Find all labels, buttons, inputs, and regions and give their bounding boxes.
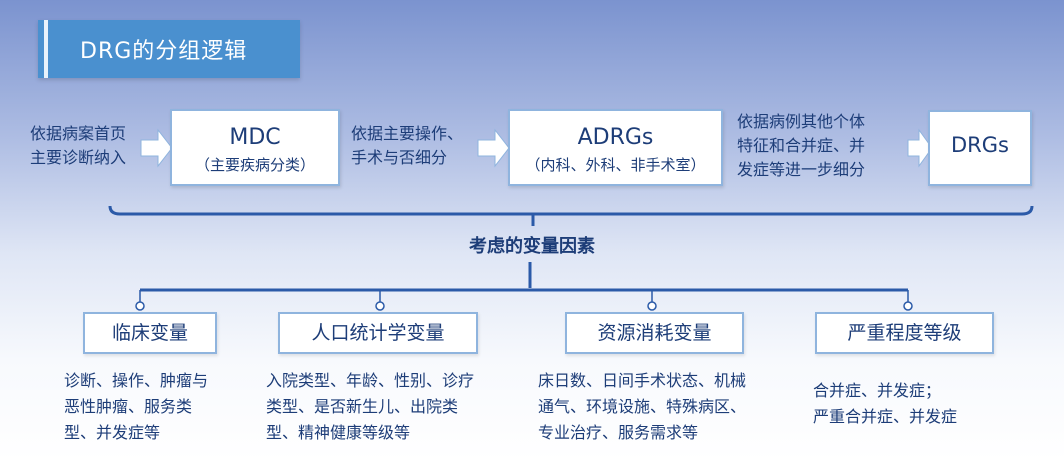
note-adrg-criteria: 依据主要操作、 手术与否细分	[351, 124, 464, 167]
connector-node	[903, 301, 913, 311]
title-accent-stripe	[44, 20, 48, 78]
page-title: DRG的分组逻辑	[80, 39, 248, 64]
var-box-resource: 资源消耗变量	[565, 312, 744, 354]
connector-node	[375, 301, 385, 311]
note-drg-criteria: 依据病例其他个体 特征和合并症、并 发症等进一步细分	[737, 112, 866, 179]
box-adrgs-title: ADRGs	[577, 125, 654, 150]
var-box-severity: 严重程度等级	[815, 312, 994, 354]
box-adrgs-subtitle: （内科、外科、非手术室）	[525, 156, 706, 174]
var-box-demographic: 人口统计学变量	[278, 312, 478, 354]
desc-clinical: 诊断、操作、肿瘤与 恶性肿瘤、服务类 型、并发症等	[64, 371, 209, 442]
arrow-icon	[477, 128, 510, 168]
box-drgs-title: DRGs	[951, 133, 1009, 157]
box-mdc: MDC （主要疾病分类）	[170, 109, 340, 186]
desc-demographic: 入院类型、年龄、性别、诊疗 类型、是否新生儿、出院类 型、精神健康等级等	[266, 371, 475, 442]
note-mdc-criteria: 依据病案首页 主要诊断纳入	[30, 124, 127, 167]
title-bar	[38, 20, 300, 78]
bracket-line	[108, 205, 1034, 216]
arrow-icon	[907, 128, 933, 168]
desc-resource: 床日数、日间手术状态、机械 通气、环境设施、特殊病区、 专业治疗、服务需求等	[538, 371, 747, 442]
factors-label: 考虑的变量因素	[469, 236, 595, 257]
arrow-icon	[140, 128, 173, 168]
desc-severity: 合并症、并发症； 严重合并症、并发症	[813, 381, 958, 426]
box-mdc-subtitle: （主要疾病分类）	[194, 156, 315, 174]
box-adrgs: ADRGs （内科、外科、非手术室）	[508, 109, 723, 186]
box-mdc-title: MDC	[229, 125, 281, 150]
connector-node	[135, 301, 145, 311]
box-drgs: DRGs	[928, 110, 1032, 186]
var-box-clinical: 临床变量	[83, 312, 217, 354]
connector-node	[647, 301, 657, 311]
